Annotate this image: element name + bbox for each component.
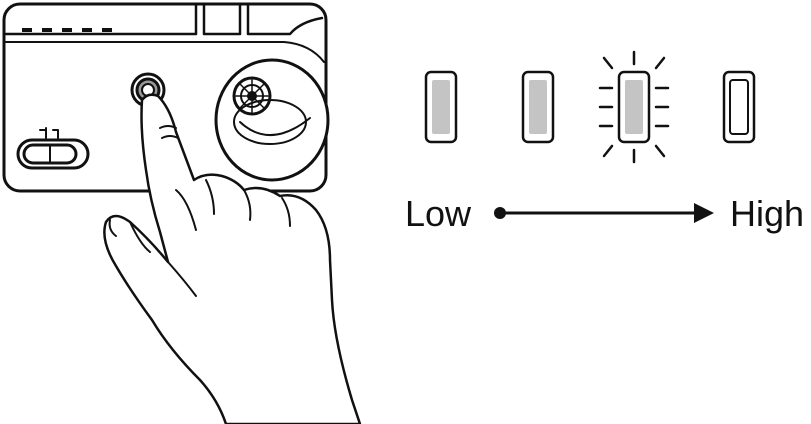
hand-pointer-icon [103,93,362,424]
finger-crease-1 [159,125,177,129]
indicator-level-3-blinking [598,50,670,164]
finger-crease-2 [161,135,179,139]
knuckle-line-3 [281,197,291,227]
toggle-switch-icon [16,127,90,170]
indicator-level-4-empty [722,70,756,144]
indicator-level-2 [521,70,555,144]
scale-arrow [494,203,714,223]
hand-outline [103,93,362,424]
controller-illustration [2,2,330,193]
housing-inner-curve [5,41,325,63]
thumbnail [108,219,117,237]
knuckle-line-2 [243,189,252,221]
finger-crease-3 [175,189,197,231]
low-label: Low [405,193,472,234]
status-dots [22,28,112,32]
knuckle-line-1 [205,179,215,215]
housing-top-edge [4,3,324,36]
blink-rays [598,50,670,164]
indicator-level-1 [424,70,458,144]
joystick-icon [214,58,330,182]
arrow-head [694,203,714,223]
high-label: High [730,193,804,234]
thumb-line [129,221,197,297]
